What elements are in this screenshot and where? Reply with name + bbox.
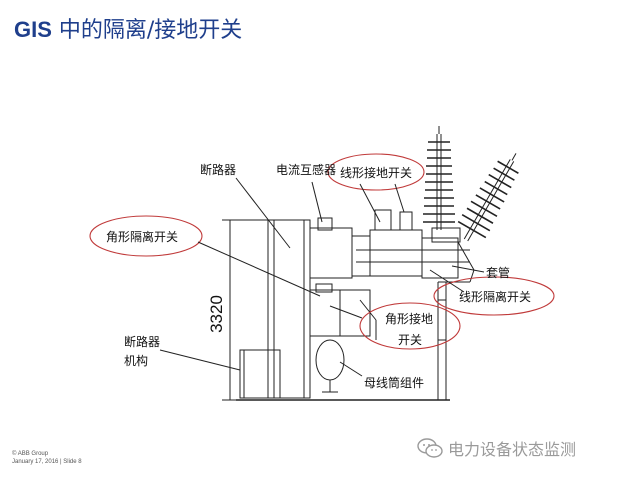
label-breaker-mechanism-line2: 机构: [124, 354, 149, 368]
footer-copyright: © ABB Group: [12, 451, 49, 457]
page-title: GIS 中的隔离/接地开关: [14, 12, 242, 44]
leader-bushing: [451, 265, 485, 273]
label-angle-disconnector: 角形隔离开关: [106, 230, 179, 244]
label-line-disconnector: 线形隔离开关: [459, 290, 532, 304]
breaker-mechanism-box: [239, 349, 281, 399]
label-current-transformer: 电流互感器: [276, 163, 337, 177]
label-breaker-mechanism-line1: 断路器: [124, 335, 161, 349]
label-busbar-assembly: 母线筒组件: [364, 376, 425, 390]
lower-enclosure: [309, 283, 377, 340]
bushing-flange: [431, 227, 461, 243]
leader-line-earthing: [359, 183, 381, 223]
vertical-bushing: [423, 126, 455, 230]
highlight-line-earthing-switch: [327, 153, 425, 191]
leader-breaker-mechanism: [159, 349, 241, 371]
title-latin: GIS: [14, 17, 52, 42]
label-breaker: 断路器: [200, 163, 237, 177]
inclined-bushing: [457, 153, 519, 242]
highlight-line-disconnector: [433, 276, 555, 316]
leader-breaker: [235, 177, 291, 249]
highlight-angle-earthing-switch: [359, 302, 461, 350]
dimension-label: 3320: [206, 295, 226, 333]
busbar-tank: [315, 335, 345, 393]
label-line-earthing-switch: 线形接地开关: [340, 166, 413, 180]
leader-angle-disconnector: [197, 241, 321, 297]
leader-line-disconnector: [429, 269, 465, 293]
label-angle-earthing-line1: 角形接地: [385, 312, 434, 326]
leader-busbar: [339, 361, 363, 377]
watermark-text: 电力设备状态监测: [448, 440, 577, 459]
watermark: 电力设备状态监测: [416, 436, 576, 460]
label-bushing: 套管: [486, 266, 511, 280]
label-angle-earthing-line2: 开关: [398, 333, 423, 347]
footer-date: January 17, 2016 | Slide 8: [12, 459, 82, 465]
leader-ct: [311, 181, 323, 223]
support-frame: [437, 282, 447, 400]
title-text: 中的隔离/接地开关: [51, 18, 243, 43]
wechat-icon: [417, 438, 443, 458]
upper-enclosure: [309, 209, 470, 279]
leader-angle-earthing: [329, 305, 363, 319]
highlight-angle-disconnector: [89, 215, 203, 257]
